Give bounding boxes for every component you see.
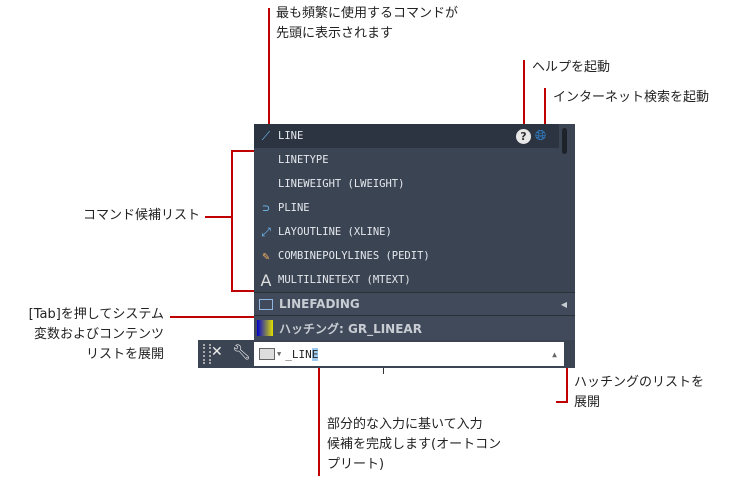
help-icon[interactable]: ?: [516, 128, 531, 144]
list-item[interactable]: ✎COMBINEPOLYLINES (PEDIT): [254, 244, 559, 268]
mtext-icon: A: [260, 270, 272, 290]
expand-history-icon[interactable]: ▲: [552, 349, 557, 359]
list-item-line[interactable]: ⟋LINE ? 🌐︎: [254, 124, 559, 148]
pedit-icon: ✎: [262, 249, 270, 263]
annotation-autocomplete: 部分的な入力に基いて入力候補を完成します(オートコンプリート): [327, 417, 502, 472]
list-item[interactable]: LINEWEIGHT (LWEIGHT): [278, 178, 405, 190]
list-item[interactable]: ⤢LAYOUTLINE (XLINE): [254, 220, 559, 244]
annotation-internet: インターネット検索を起動: [553, 90, 710, 105]
scrollbar[interactable]: [562, 128, 567, 154]
xline-icon: ⤢: [261, 224, 271, 239]
command-prompt-icon[interactable]: [259, 348, 275, 360]
sysvar-item[interactable]: LINEFADING◀: [254, 292, 575, 315]
gradient-icon: [257, 320, 273, 336]
close-icon[interactable]: ✕: [211, 344, 223, 360]
recent-commands-dropdown-icon[interactable]: ▼: [277, 350, 282, 358]
annotation-frequent: 最も頻繁に使用するコマンドが先頭に表示されます: [276, 6, 459, 41]
expand-arrow-icon[interactable]: ◀: [560, 299, 567, 309]
customize-wrench-icon[interactable]: 🔧︎: [232, 343, 252, 361]
hatch-item[interactable]: ハッチング: GR_LINEAR: [254, 315, 575, 340]
list-item[interactable]: ⊃PLINE: [254, 196, 559, 220]
annotation-candidates: コマンド候補リスト: [83, 208, 201, 223]
autocomplete-list: ⟋LINE ? 🌐︎ LINETYPE LINEWEIGHT (LWEIGHT)…: [254, 124, 575, 340]
list-item[interactable]: LINETYPE: [278, 154, 329, 166]
internet-search-icon[interactable]: 🌐︎: [535, 128, 547, 144]
pline-icon: ⊃: [262, 201, 270, 215]
grip-handle[interactable]: [203, 344, 211, 364]
annotation-hatch: ハッチングのリストを展開: [574, 375, 705, 410]
sysvar-icon: [259, 298, 273, 310]
annotation-tab: [Tab]を押してシステム変数およびコンテンツリストを展開: [28, 307, 164, 362]
line-icon: ⟋: [261, 128, 271, 143]
annotation-help: ヘルプを起動: [532, 60, 611, 75]
